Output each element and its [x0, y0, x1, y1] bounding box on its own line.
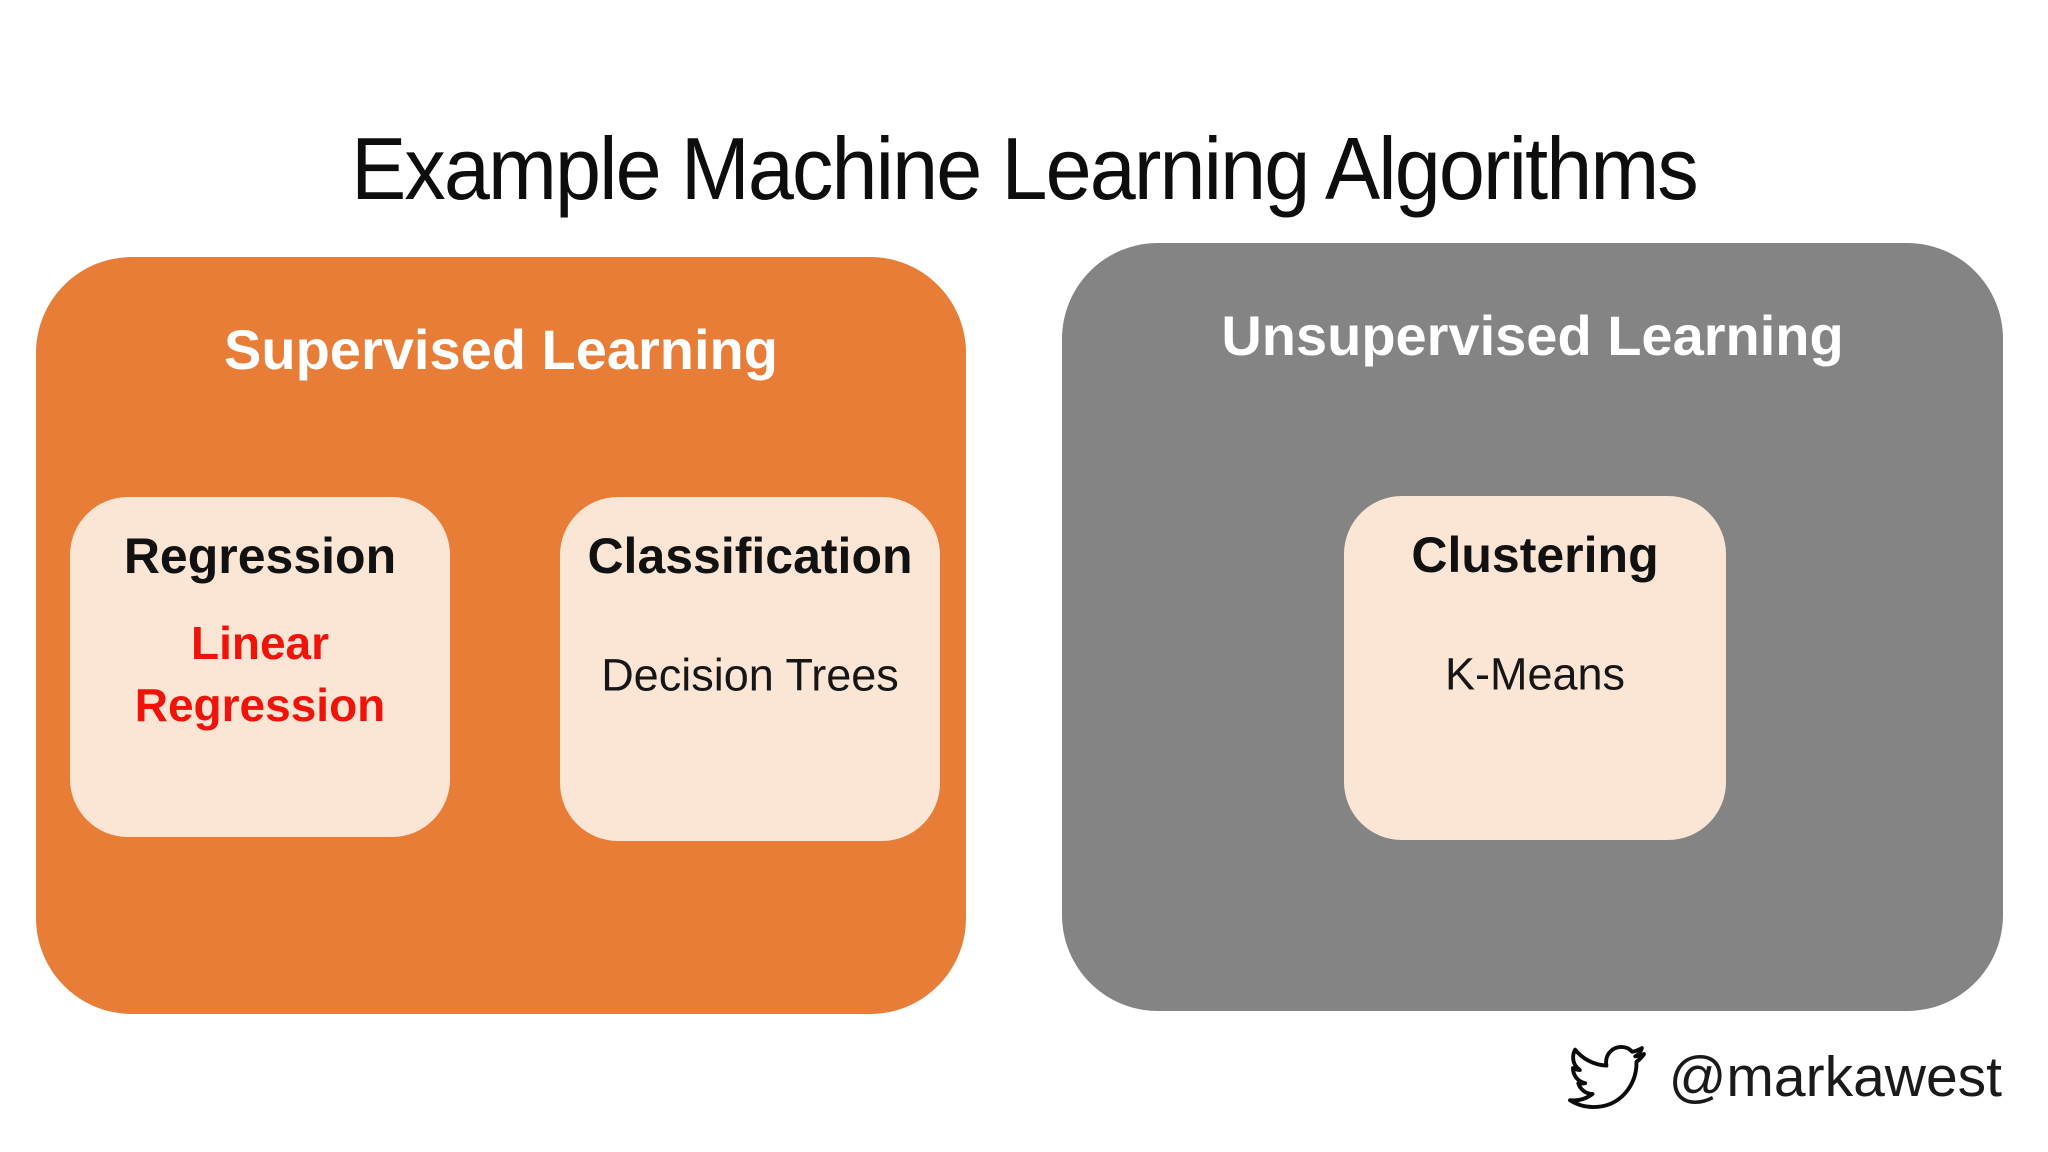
regression-box-item: Linear Regression	[134, 616, 386, 731]
supervised-learning-panel: Supervised Learning Regression Linear Re…	[36, 257, 966, 1014]
regression-box: Regression Linear Regression	[70, 497, 450, 837]
clustering-box-item: K-Means	[1444, 648, 1626, 700]
clustering-box: Clustering K-Means	[1344, 496, 1726, 840]
supervised-learning-label: Supervised Learning	[224, 318, 778, 381]
classification-box: Classification Decision Trees	[560, 497, 940, 841]
twitter-bird-icon	[1565, 1040, 1649, 1114]
clustering-box-title: Clustering	[1411, 527, 1659, 583]
unsupervised-learning-label: Unsupervised Learning	[1221, 304, 1844, 367]
attribution: @markawest	[1565, 1040, 2002, 1114]
classification-box-title: Classification	[587, 528, 913, 584]
slide-title: Example Machine Learning Algorithms	[351, 119, 1699, 218]
twitter-handle: @markawest	[1668, 1045, 2002, 1109]
classification-box-item: Decision Trees	[601, 649, 899, 701]
unsupervised-learning-panel: Unsupervised Learning Clustering K-Means	[1062, 243, 2003, 1011]
regression-box-title: Regression	[123, 528, 397, 584]
